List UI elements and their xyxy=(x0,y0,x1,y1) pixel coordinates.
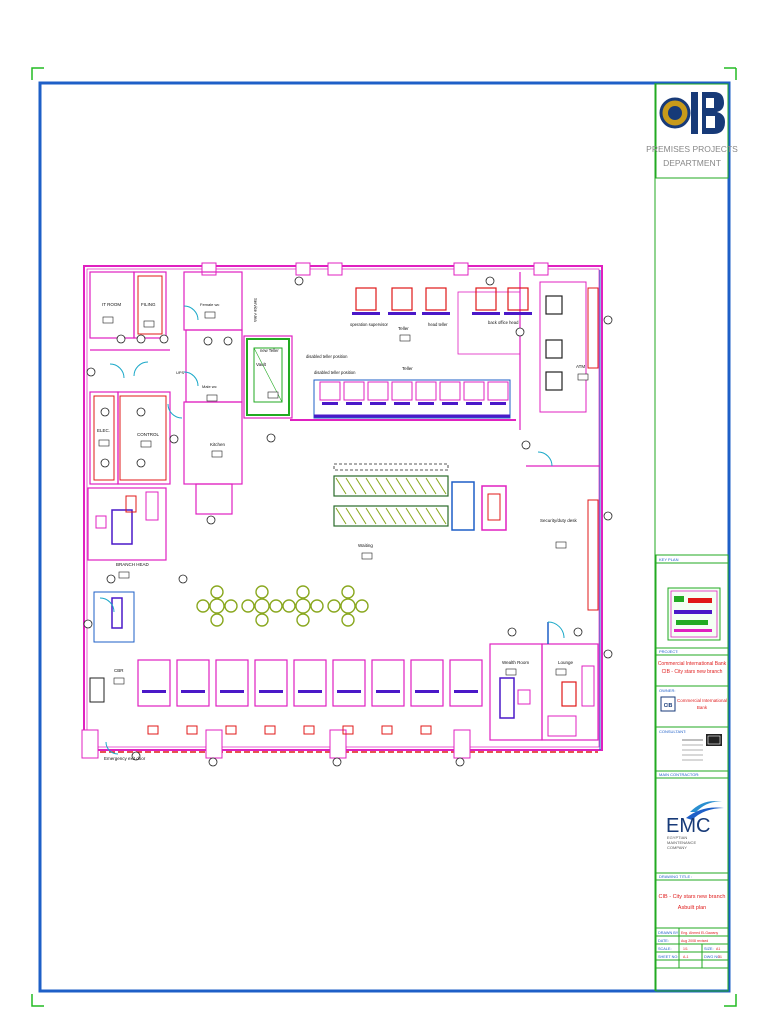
floor-plan: IT ROOM FILING Female wc Male wc UPS Vau… xyxy=(81,262,613,767)
emc-sub-line3: COMPANY xyxy=(667,845,687,850)
label-kitchen: Kitchen xyxy=(210,442,226,447)
cib-logo xyxy=(659,88,725,138)
drawing-title-line2: Asbuilt plan xyxy=(678,905,706,911)
label-new-teller: new Teller xyxy=(260,348,279,353)
label-male-wc: Male wc xyxy=(202,384,217,389)
label-security: Security/duty desk xyxy=(540,518,578,523)
key-plan-label: KEY PLAN xyxy=(659,557,679,562)
size-value: A1 xyxy=(716,947,720,951)
central-counter xyxy=(451,481,507,531)
right-facade xyxy=(587,270,601,750)
size-label: SIZE: xyxy=(704,947,714,951)
owner-text-line1: Commercial International xyxy=(677,698,727,703)
label-control: CONTROL xyxy=(137,432,159,437)
room-labels: IT ROOM FILING Female wc Male wc UPS Vau… xyxy=(97,298,585,761)
main-contractor-label: MAIN CONTRACTOR: xyxy=(659,772,699,777)
date-value: Aug 2008 revised xyxy=(681,939,708,943)
crop-marks xyxy=(31,67,737,1007)
scale-label: SCALE: xyxy=(658,947,672,951)
planters xyxy=(196,585,369,627)
vault xyxy=(243,335,293,419)
label-wealth-room: Wealth Room xyxy=(502,660,529,665)
consultant-label: CONSULTANT: xyxy=(659,729,686,734)
label-cbr: CBR xyxy=(114,668,124,673)
label-ups: UPS xyxy=(176,370,185,375)
door-swings xyxy=(99,305,565,755)
sheet-border xyxy=(38,81,731,993)
owner-logo: CIB xyxy=(664,703,673,709)
bottom-columns xyxy=(81,729,471,759)
atm-area xyxy=(526,281,600,467)
consultant-lines xyxy=(682,734,722,761)
sheet-label: SHEET NO: xyxy=(658,955,678,959)
branch-head-office xyxy=(87,487,167,561)
owner-label: OWNER: xyxy=(659,688,675,693)
label-female-wc: Female wc xyxy=(200,302,219,307)
date-label: DATE: xyxy=(658,939,669,943)
top-columns xyxy=(201,262,549,276)
room-blocks-red xyxy=(93,275,167,481)
label-atm: ATM xyxy=(576,364,585,369)
emc-sub-line1: EGYPTIAN xyxy=(667,835,687,840)
drawn-by-label: DRAWN BY: xyxy=(658,931,679,935)
section-markers xyxy=(83,276,613,767)
wealth-lounge xyxy=(489,622,599,741)
label-branch-head: BRANCH HEAD xyxy=(116,562,150,567)
label-teller: Teller xyxy=(398,326,409,331)
department-line1: PREMISES PROJECTS xyxy=(646,144,738,154)
label-emergency-exit: Emergency exit door xyxy=(104,756,146,761)
label-disabled-teller: disabled teller position xyxy=(306,354,348,359)
drawing-no-value: 01 xyxy=(718,955,722,959)
dimension-tags xyxy=(98,311,589,685)
label-waiting: Waiting xyxy=(358,543,373,548)
owner-text-line2: Bank xyxy=(697,705,708,710)
drawing-title-label: DRAWING TITLE : xyxy=(659,874,692,879)
sheet-value: A-1 xyxy=(683,955,689,959)
teller-zone xyxy=(290,272,521,430)
label-elec: ELEC. xyxy=(97,428,110,433)
drawn-by-value: Eng. Ahmed El-Gawany xyxy=(681,931,718,935)
owner-logo-box xyxy=(660,696,676,712)
emc-logo: EMC EGYPTIAN MAINTENANCE COMPANY xyxy=(666,801,724,850)
label-back-office: back office head xyxy=(488,320,519,325)
teller-stations xyxy=(319,381,509,405)
department-line2: DEPARTMENT xyxy=(663,158,721,168)
cbr-area xyxy=(89,591,135,703)
label-vault: Vault xyxy=(256,362,267,367)
label-teller-2: Teller xyxy=(402,366,413,371)
emc-sub-line2: MAINTENANCE xyxy=(667,840,696,845)
emc-text: EMC xyxy=(666,815,710,837)
waiting-benches xyxy=(333,463,449,527)
project-line1: Commercial International Bank xyxy=(658,661,727,667)
drawing-title-line1: CIB - City stars new branch xyxy=(659,894,726,900)
label-head-teller: head teller xyxy=(428,322,448,327)
label-disabled-teller-2: disabled teller position xyxy=(314,370,356,375)
label-it-room: IT ROOM xyxy=(102,302,121,307)
waiting-seats xyxy=(335,477,447,525)
label-service-area: Service Area xyxy=(253,298,258,322)
label-filing: FILING xyxy=(141,302,156,307)
bottom-desks xyxy=(137,659,483,735)
key-plan-thumbnail xyxy=(667,587,721,641)
label-lounge: Lounge xyxy=(558,660,574,665)
scale-value: 1/1 xyxy=(683,947,688,951)
title-block: PREMISES PROJECTS DEPARTMENT KEY PLAN PR… xyxy=(646,83,738,992)
label-operation-supervisor: operation supervisor xyxy=(350,322,389,327)
project-label: PROJECT: xyxy=(659,649,678,654)
project-line2: CIB - City stars new branch xyxy=(662,669,723,675)
top-desks xyxy=(352,312,532,315)
drawing-no-label: DWG NO: xyxy=(704,955,721,959)
info-rows xyxy=(656,928,728,969)
top-workstations xyxy=(355,287,529,311)
